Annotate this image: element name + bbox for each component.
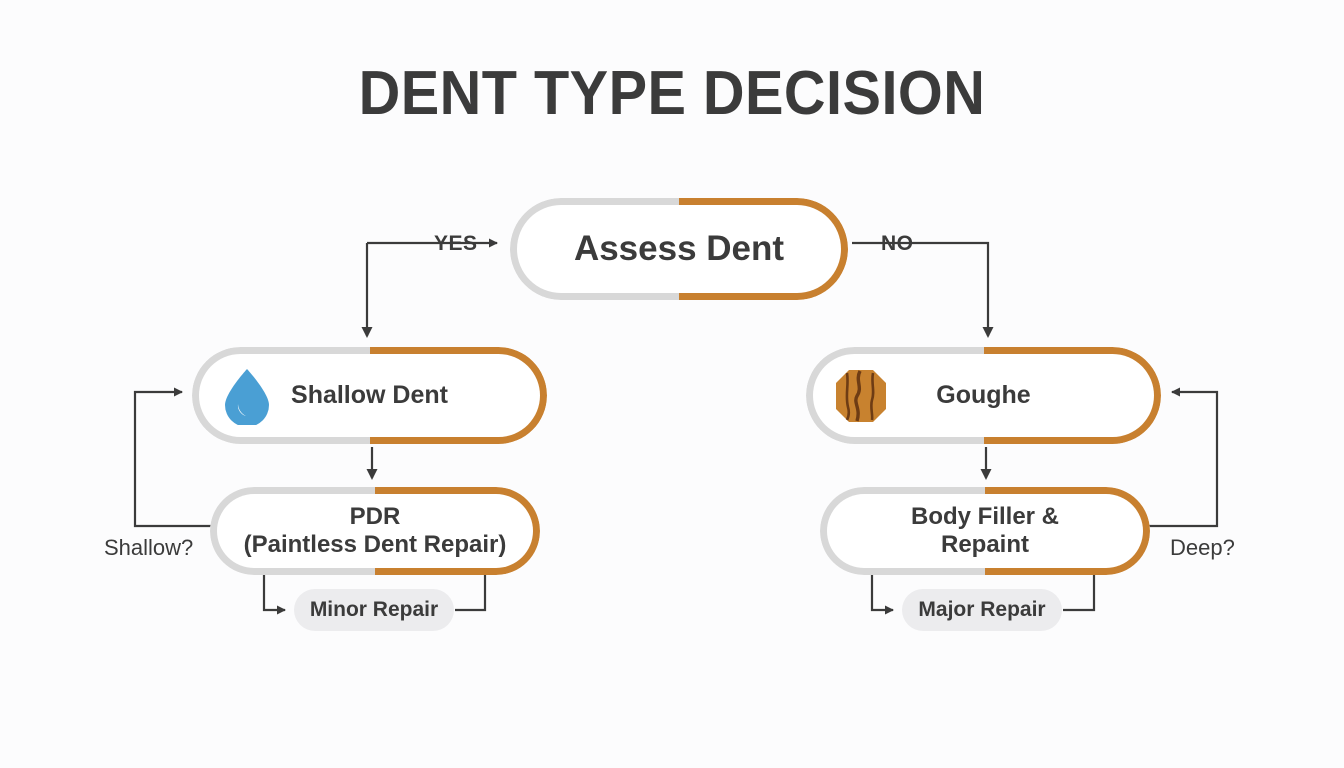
badge-major-repair[interactable]: Major Repair (902, 589, 1062, 631)
badge-minor-repair[interactable]: Minor Repair (294, 589, 454, 631)
edge-yes (361, 238, 498, 338)
node-pdr-label-line2: (Paintless Dent Repair) (243, 531, 507, 558)
node-assess-dent[interactable]: Assess Dent (510, 198, 848, 300)
node-pdr-label: PDR (Paintless Dent Repair) (244, 503, 507, 560)
edge-no (852, 241, 994, 338)
edge-label-no: NO (881, 232, 914, 255)
node-body-filler-label-line1: Body Filler & (910, 502, 1060, 530)
edge-label-yes: YES (434, 232, 478, 255)
node-body-filler-repaint[interactable]: Body Filler & Repaint (820, 487, 1150, 575)
node-body-filler-label-line2: Repaint (940, 531, 1029, 558)
node-goughe[interactable]: Goughe (806, 347, 1161, 444)
page-title: DENT TYPE DECISION (358, 59, 986, 128)
node-pdr-label-line1: PDR (349, 502, 401, 530)
cracked-wood-icon (836, 370, 886, 422)
node-shallow-dent[interactable]: Shallow Dent (192, 347, 547, 444)
node-body-filler-label: Body Filler & Repaint (911, 503, 1059, 560)
node-goughe-label: Goughe (936, 380, 1031, 409)
edge-label-deep-question: Deep? (1170, 535, 1235, 560)
node-pdr[interactable]: PDR (Paintless Dent Repair) (210, 487, 540, 575)
node-shallow-dent-label: Shallow Dent (291, 380, 448, 409)
edge-label-shallow-question: Shallow? (104, 535, 194, 560)
water-drop-icon (225, 369, 269, 425)
node-assess-dent-label: Assess Dent (573, 229, 785, 269)
